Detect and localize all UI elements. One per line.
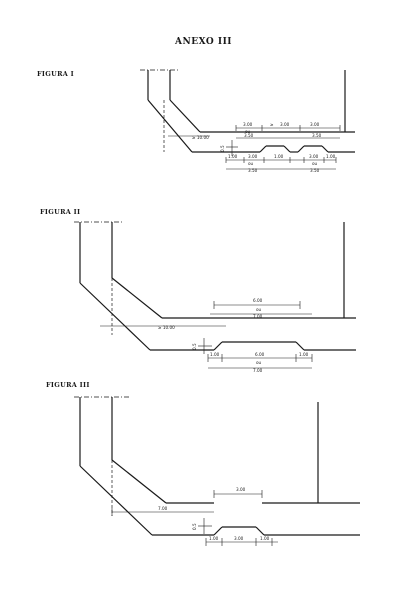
fig2-ou-top: ou xyxy=(256,307,262,312)
fig3-bot-c: 1.00 xyxy=(260,536,270,541)
fig2-top-width: 7.00 xyxy=(253,314,263,319)
fig1-width-a: 3.50 xyxy=(244,133,254,138)
fig1-bot-e: 1.00 xyxy=(326,154,336,159)
fig1-ou-bot-b: ou xyxy=(312,161,318,166)
fig2-bot-c: 1.00 xyxy=(299,352,309,357)
fig1-bot-c: 1.00 xyxy=(274,154,284,159)
fig2-vertical-dim: 0.5 xyxy=(192,343,197,350)
fig1-bot-b: 3.00 xyxy=(248,154,258,159)
fig1-bot-d: 3.00 xyxy=(309,154,319,159)
figure-2-label: FIGURA II xyxy=(40,208,81,216)
fig1-vertical-dim: 0.5 xyxy=(220,145,225,152)
page-title: ANEXO III xyxy=(175,37,232,47)
fig2-bot-width: 7.00 xyxy=(253,368,263,373)
fig3-bot-b: 3.00 xyxy=(234,536,244,541)
figure-3-drawing: 3.00 7.00 0.5 1.00 3.00 1.00 xyxy=(74,396,360,546)
fig1-dim-b: 3.00 xyxy=(280,122,290,127)
fig2-top-dim: 6.00 xyxy=(253,298,263,303)
fig1-dim-sym: ≥ xyxy=(270,122,274,127)
fig1-width-c: 3.50 xyxy=(248,168,258,173)
fig2-bot-a: 1.00 xyxy=(210,352,220,357)
fig3-top-dim: 3.00 xyxy=(236,487,246,492)
fig2-bot-b: 6.00 xyxy=(255,352,265,357)
fig3-vertical-dim: 0.5 xyxy=(192,523,197,530)
fig3-left-dim: 7.00 xyxy=(158,506,168,511)
figure-1-drawing: 3.00 ≥ 3.00 3.00 ou 3.50 3.50 ≥ 10.00 0.… xyxy=(140,69,355,173)
figure-3-label: FIGURA III xyxy=(46,381,90,389)
fig2-diagonal-dim: ≥ 10.00 xyxy=(158,325,175,330)
fig1-width-b: 3.50 xyxy=(312,133,322,138)
fig1-width-d: 3.50 xyxy=(310,168,320,173)
fig1-dim-c: 3.00 xyxy=(310,122,320,127)
fig2-ou-bot: ou xyxy=(256,360,262,365)
fig1-bot-a: 1.00 xyxy=(228,154,238,159)
fig1-ou-top: ou xyxy=(245,129,251,134)
fig1-ou-bot-a: ou xyxy=(248,161,254,166)
fig1-dim-a: 3.00 xyxy=(243,122,253,127)
fig1-diagonal-dim: ≥ 10.00 xyxy=(192,135,209,140)
figure-1-label: FIGURA I xyxy=(37,70,75,78)
figure-2-drawing: 6.00 ou 7.00 ≥ 10.00 0.5 1.00 6.00 1.00 … xyxy=(74,221,356,373)
fig3-bot-a: 1.00 xyxy=(209,536,219,541)
